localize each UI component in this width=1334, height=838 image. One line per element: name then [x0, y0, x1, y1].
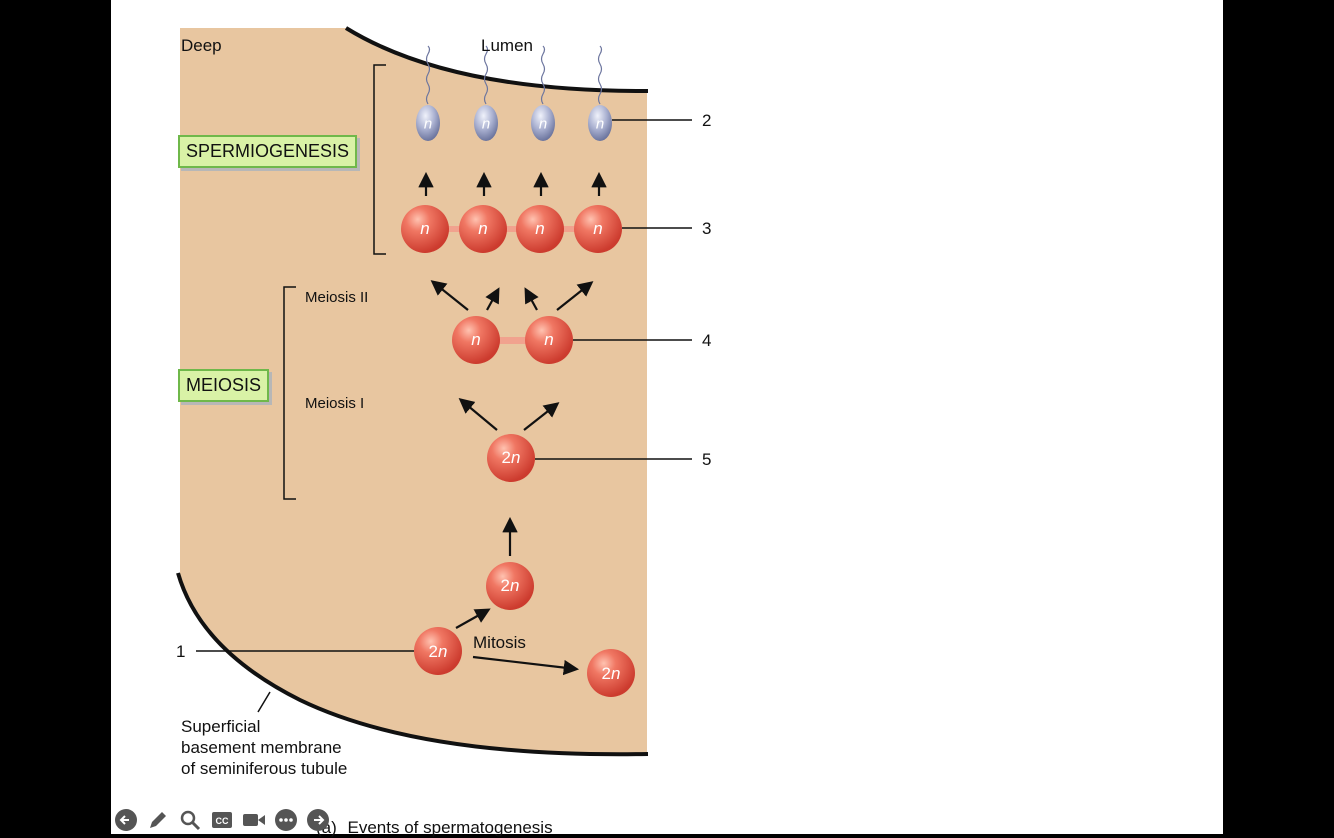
mitosis-right-ploidy: 2n: [601, 664, 621, 683]
sperm-ploidy: n: [538, 115, 548, 133]
meiosis-label: MEIOSIS: [178, 369, 270, 402]
pen-icon[interactable]: [145, 807, 171, 833]
caption-text: Events of spermatogenesis: [347, 818, 553, 837]
meiosis-ii-label: Meiosis II: [305, 289, 369, 306]
spermatid-ploidy: n: [478, 219, 488, 238]
callout-lines: [196, 119, 692, 713]
primary-ploidy: 2n: [501, 448, 521, 467]
spermatids: [401, 205, 622, 253]
lumen-label: Lumen: [481, 36, 533, 55]
spermatozoa-heads: [416, 105, 612, 141]
more-icon[interactable]: [273, 807, 299, 833]
presentation-toolbar: CC: [113, 806, 331, 834]
sperm-head: [474, 105, 498, 141]
callout-3: 3: [702, 219, 712, 238]
superficial-label-line1: Superficial: [181, 717, 261, 736]
superficial-label-line2: basement membrane: [181, 738, 342, 757]
spermatid-ploidy: n: [535, 219, 545, 238]
callout-1: 1: [176, 642, 186, 661]
mitosis-top-ploidy: 2n: [500, 576, 520, 595]
sperm-tails: [425, 45, 603, 105]
spermatid: [401, 205, 449, 253]
sperm-head: [588, 105, 612, 141]
spermatid-ploidy: n: [420, 219, 430, 238]
captions-icon[interactable]: CC: [209, 807, 235, 833]
spermatogonium: [414, 627, 462, 675]
secondary-bridge: [490, 337, 535, 344]
spermatid: [574, 205, 622, 253]
callout-2: 2: [702, 111, 712, 130]
meiosis-ii-arrows: [430, 280, 594, 311]
video-icon[interactable]: [241, 807, 267, 833]
spermatid: [459, 205, 507, 253]
mitosis-origin-ploidy: 2n: [428, 642, 448, 661]
spermatid-bridges: [440, 226, 585, 232]
sperm-head: [416, 105, 440, 141]
callout-5: 5: [702, 450, 712, 469]
spermiogenesis-arrows: [418, 171, 607, 196]
secondary-ploidy: n: [471, 330, 481, 349]
spermatid: [516, 205, 564, 253]
secondary-spermatocyte: [452, 316, 500, 364]
superficial-label-line3: of seminiferous tubule: [181, 759, 348, 778]
spermiogenesis-bracket: [373, 64, 386, 255]
sperm-ploidy: n: [595, 115, 605, 133]
secondary-ploidy: n: [544, 330, 554, 349]
sperm-head: [531, 105, 555, 141]
sperm-ploidy: n: [423, 115, 433, 133]
deep-label: Deep: [181, 36, 222, 55]
back-arrow-icon[interactable]: [113, 807, 139, 833]
mitosis-label: Mitosis: [473, 633, 526, 652]
basement-membrane: [176, 572, 649, 757]
mitosis-arrows: [455, 608, 580, 676]
svg-text:CC: CC: [216, 816, 229, 826]
meiosis-i-arrows: [458, 398, 560, 431]
lumen-border: [344, 26, 649, 94]
meiosis-bracket: [283, 286, 296, 500]
secondary-spermatocyte: [525, 316, 573, 364]
spermiogenesis-label: SPERMIOGENESIS: [178, 135, 358, 168]
figure-caption: (a) Events of spermatogenesis: [316, 818, 553, 838]
spermatid-ploidy: n: [593, 219, 603, 238]
primary-spermatocyte: [487, 434, 535, 482]
search-icon[interactable]: [177, 807, 203, 833]
type-b-spermatogonium: [486, 562, 534, 610]
forward-arrow-icon[interactable]: [305, 807, 331, 833]
sperm-ploidy: n: [481, 115, 491, 133]
meiosis-i-label: Meiosis I: [305, 395, 365, 412]
callout-4: 4: [702, 331, 712, 350]
type-a-spermatogonium: [587, 649, 635, 697]
